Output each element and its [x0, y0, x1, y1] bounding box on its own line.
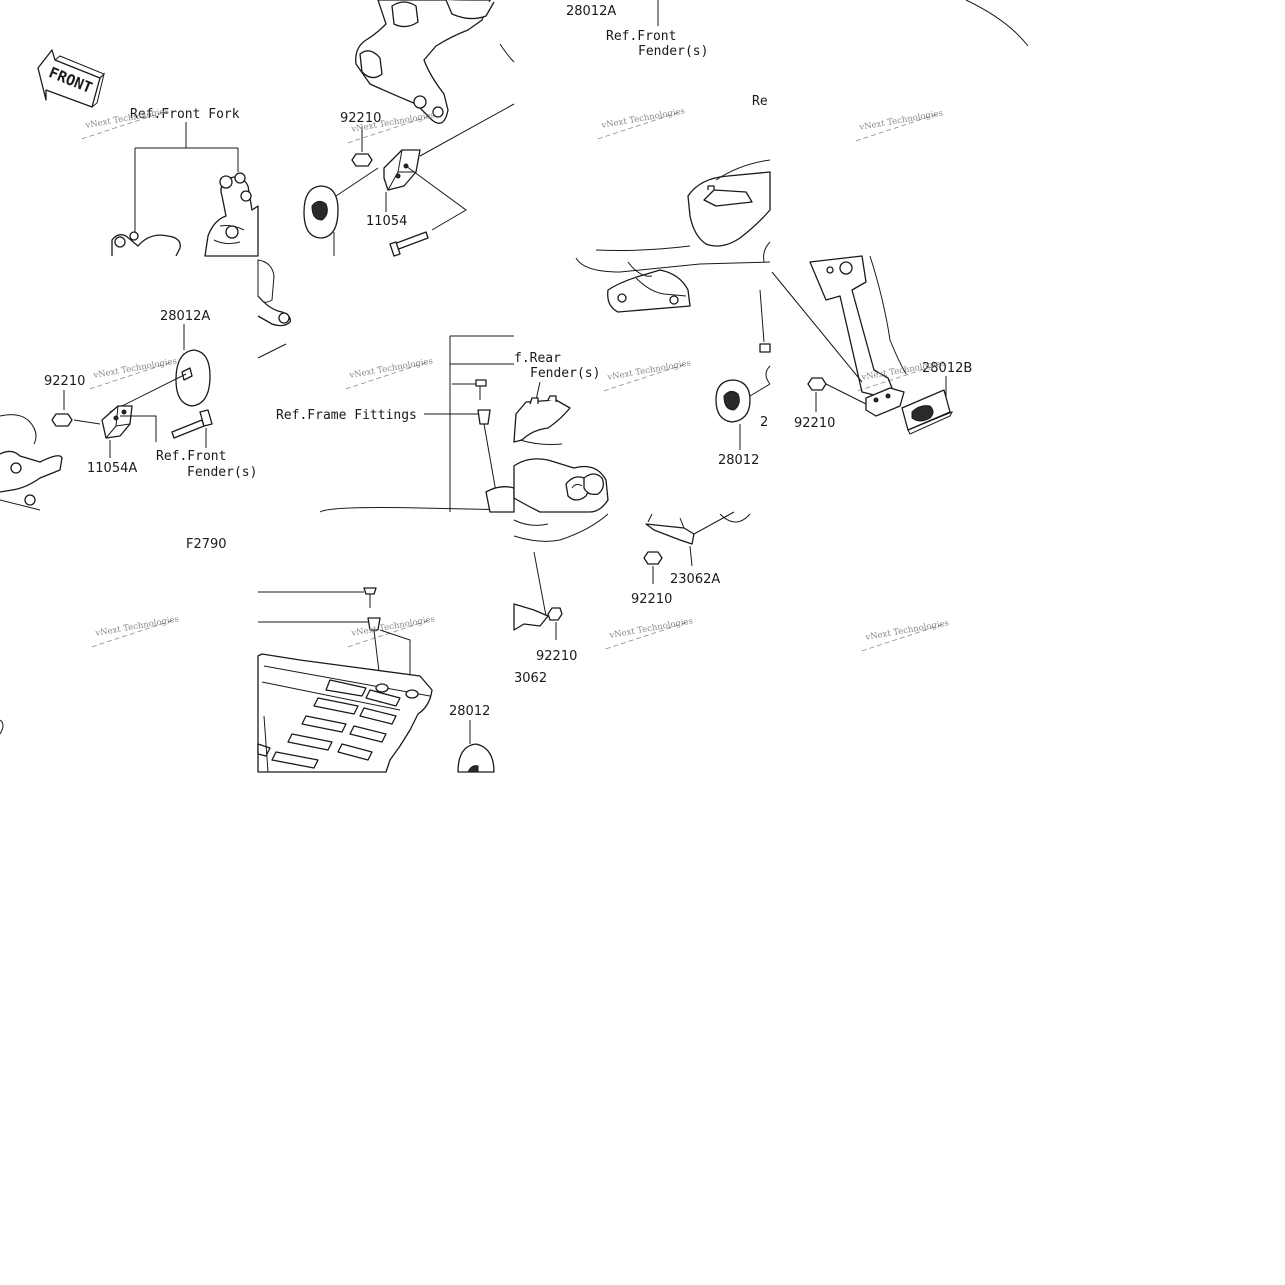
part-28012A-mid: 28012A: [160, 309, 210, 324]
rear-fender-area: f.Rear Fender(s) 28012 2: [513, 351, 771, 513]
part-3062-partial: 3062: [514, 671, 547, 686]
watermark-6: vNext Technologies: [348, 356, 434, 381]
part-92210-e: 92210: [536, 649, 577, 664]
ref-re-partial: Re: [752, 94, 768, 109]
watermark-11: vNext Technologies: [608, 616, 694, 641]
ref-front-fender-top-2: Fender(s): [638, 44, 708, 59]
part-28012-c: 28012: [718, 453, 759, 468]
figure-code: F2790: [186, 537, 227, 552]
part-23-partial: 2: [760, 415, 768, 430]
front-fork-area: Ref.Front Fork: [111, 107, 259, 257]
fender-arc-area: [965, 0, 1029, 47]
part-92210-d: 92210: [631, 592, 672, 607]
watermark-3: vNext Technologies: [600, 106, 686, 131]
ref-front-fender-top-1: Ref.Front: [606, 29, 676, 44]
watermark-5: vNext Technologies: [92, 356, 178, 381]
frame-fittings-area: Ref.Frame Fittings: [276, 335, 515, 513]
watermark-10: vNext Technologies: [350, 614, 436, 639]
license-bracket-area: 28012B 92210: [771, 255, 972, 435]
ref-front-fender-mid-2: Fender(s): [187, 465, 257, 480]
lower-mount-area: 92210 3062 23062A 92210: [513, 511, 751, 686]
ref-rear-fender-1: f.Rear: [514, 351, 561, 366]
ref-front-fender-mid-1: Ref.Front: [156, 449, 226, 464]
fork-bracket-area: 92210 11054: [257, 0, 515, 359]
watermark-9: vNext Technologies: [94, 614, 180, 639]
part-28012A-top: 28012A: [566, 4, 616, 19]
part-23062A: 23062A: [670, 572, 720, 587]
part-11054: 11054: [366, 214, 407, 229]
ref-rear-fender-2: Fender(s): [530, 366, 600, 381]
watermark-12: vNext Technologies: [864, 618, 950, 643]
watermark-4: vNext Technologies: [858, 108, 944, 133]
part-28012-bottom: 28012: [449, 704, 490, 719]
ref-front-fork-label: Ref.Front Fork: [130, 107, 240, 122]
ref-frame-fittings-label: Ref.Frame Fittings: [276, 408, 417, 423]
front-arrow-icon: FRONT: [37, 49, 105, 108]
front-fender-top-area: 28012A Ref.Front Fender(s) Re: [566, 0, 768, 109]
part-92210-b: 92210: [44, 374, 85, 389]
watermark-7: vNext Technologies: [606, 358, 692, 383]
front-fender-reflector-area: 28012A 92210 11054A Ref.Front Fender(s): [0, 309, 257, 511]
part-92210-a: 92210: [340, 111, 381, 126]
footrest-area: 28012: [257, 587, 495, 773]
rear-bracket-area: [575, 159, 771, 353]
part-28012B: 28012B: [922, 361, 972, 376]
part-11054A: 11054A: [87, 461, 137, 476]
part-92210-c: 92210: [794, 416, 835, 431]
